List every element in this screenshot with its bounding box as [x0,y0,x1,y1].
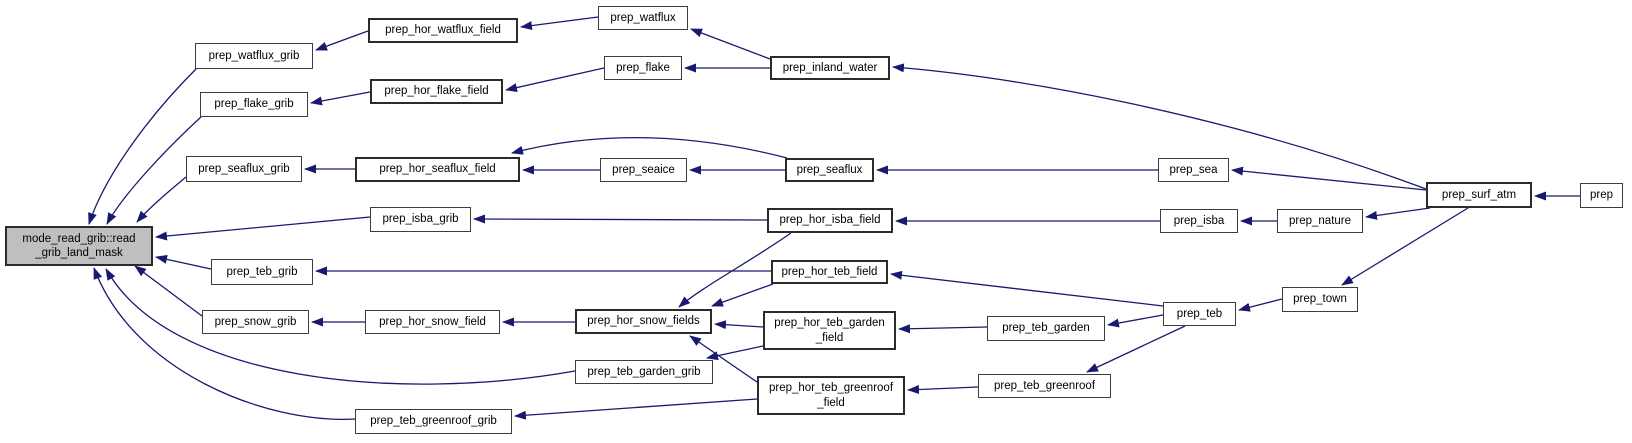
node-seaflux[interactable]: prep_seaflux [785,158,874,182]
edge-hor_teb_greenroof_field-teb_greenroof_grib [514,398,758,420]
edge-hor_teb_greenroof_field-hor_snow_fields [689,335,758,383]
node-watflux_grib[interactable]: prep_watflux_grib [195,43,313,69]
node-seaflux_grib[interactable]: prep_seaflux_grib [186,156,302,182]
node-hor_seaflux_field[interactable]: prep_hor_seaflux_field [355,157,520,182]
node-hor_isba_field[interactable]: prep_hor_isba_field [767,208,893,233]
edge-surf_atm-sea [1231,166,1427,191]
node-isba[interactable]: prep_isba [1160,209,1238,233]
edge-teb_garden-hor_teb_garden_field [898,324,988,334]
node-prep[interactable]: prep [1580,183,1623,208]
edge-seaflux-hor_seaflux_field [511,137,788,159]
edge-surf_atm-town [1341,207,1469,286]
edge-seaflux_grib-main [136,176,187,223]
node-hor_flake_field[interactable]: prep_hor_flake_field [370,79,503,104]
edge-teb-teb_greenroof [1086,325,1186,373]
node-watflux[interactable]: prep_watflux [598,6,688,30]
node-sea[interactable]: prep_sea [1158,158,1229,182]
node-flake_grib[interactable]: prep_flake_grib [200,92,308,117]
edge-teb_garden_grib-main [105,268,576,385]
node-main: mode_read_grib::read _grib_land_mask [5,226,153,266]
node-hor_teb_field[interactable]: prep_hor_teb_field [771,260,888,284]
edge-hor_flake_field-flake_grib [310,91,371,106]
edge-surf_atm-inland_water [892,63,1427,190]
node-hor_snow_field[interactable]: prep_hor_snow_field [365,310,500,334]
node-isba_grib[interactable]: prep_isba_grib [370,207,471,232]
edge-watflux_grib-main [88,68,197,225]
edge-surf_atm-nature [1365,207,1431,220]
node-inland_water[interactable]: prep_inland_water [770,56,890,80]
node-hor_teb_garden_field[interactable]: prep_hor_teb_garden _field [763,311,896,350]
node-town[interactable]: prep_town [1282,287,1358,312]
edge-flake_grib-main [106,116,202,225]
node-surf_atm[interactable]: prep_surf_atm [1426,182,1532,208]
edge-snow_grib-main [134,265,203,317]
edge-teb_greenroof_grib-main [93,267,356,420]
edge-inland_water-watflux [690,28,771,60]
edge-isba_grib-main [155,216,371,241]
node-hor_watflux_field[interactable]: prep_hor_watflux_field [368,18,518,43]
node-teb_greenroof_grib[interactable]: prep_teb_greenroof_grib [355,409,512,434]
node-teb_garden[interactable]: prep_teb_garden [987,316,1105,341]
edge-flake-hor_flake_field [505,67,605,92]
edge-hor_teb_garden_field-teb_garden_grib [706,345,764,361]
node-seaice[interactable]: prep_seaice [600,158,687,182]
edge-hor_teb_garden_field-hor_snow_fields [714,320,764,330]
edge-watflux-hor_watflux_field [520,16,599,31]
edge-teb_greenroof-hor_teb_greenroof_field [907,385,979,395]
node-teb[interactable]: prep_teb [1163,302,1236,326]
edge-teb-teb_garden [1107,314,1164,328]
node-flake[interactable]: prep_flake [604,56,682,80]
node-teb_garden_grib[interactable]: prep_teb_garden_grib [575,360,713,384]
edge-hor_isba_field-isba_grib [473,214,768,224]
node-hor_snow_fields[interactable]: prep_hor_snow_fields [575,309,712,334]
edge-teb-hor_teb_field [890,270,1164,307]
node-snow_grib[interactable]: prep_snow_grib [202,310,309,334]
node-teb_grib[interactable]: prep_teb_grib [211,259,313,285]
edge-hor_watflux_field-watflux_grib [315,30,369,51]
edge-hor_isba_field-hor_snow_fields [678,232,792,308]
edge-teb_grib-main [155,254,212,270]
node-teb_greenroof[interactable]: prep_teb_greenroof [978,374,1111,398]
edge-hor_teb_field-hor_snow_fields [711,283,774,307]
node-hor_teb_greenroof_field[interactable]: prep_hor_teb_greenroof _field [757,376,905,415]
edge-town-teb [1238,298,1283,312]
node-nature[interactable]: prep_nature [1277,209,1363,233]
